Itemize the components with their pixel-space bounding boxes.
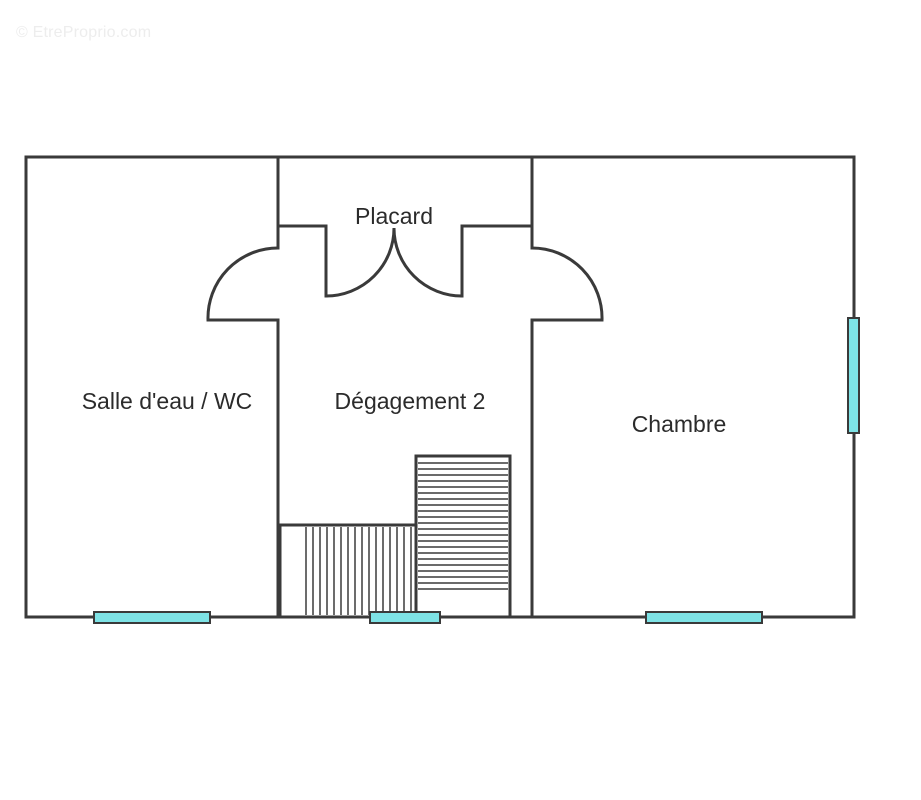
watermark: © EtreProprio.com	[16, 24, 152, 41]
door-salle-deau	[206, 246, 279, 322]
window-salle-deau	[93, 611, 211, 624]
placard-wall-left	[276, 224, 328, 298]
placard-wall-right	[460, 224, 534, 298]
door-placard-left	[325, 227, 396, 298]
staircase-upper	[414, 454, 512, 619]
door-placard-right	[392, 227, 463, 298]
window-degagement	[369, 611, 441, 624]
window-chambre-right	[847, 317, 860, 434]
window-chambre-bottom	[645, 611, 763, 624]
door-chambre	[531, 246, 604, 322]
room-label-degagement: Dégagement 2	[335, 388, 486, 414]
room-label-placard: Placard	[355, 203, 433, 229]
room-label-chambre: Chambre	[632, 411, 727, 437]
staircase-lower	[278, 523, 418, 619]
room-label-salle-deau: Salle d'eau / WC	[82, 388, 253, 414]
